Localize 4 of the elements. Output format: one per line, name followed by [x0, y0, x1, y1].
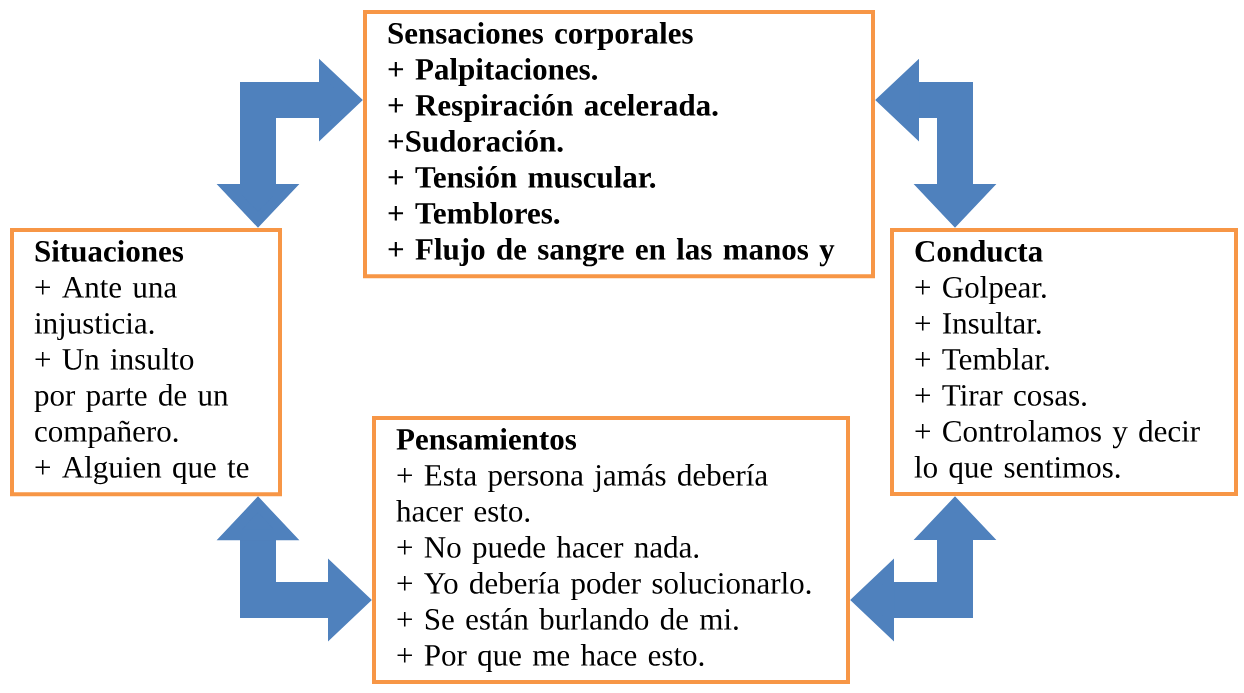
- text-box: Conducta + Golpear. + Insultar. + Temblar. + Tirar cosas. + Controlamos y decir lo que sentimos.: [890, 228, 1238, 497]
- text-box: Situaciones + Ante una injusticia. + Un insulto por parte de un compañero. + Alguien que te: [10, 228, 282, 497]
- text-box: Sensaciones corporales + Palpitaciones. + Respiración acelerada. +Sudoración. + Tensión muscular. + Temblores. + Flujo de sangre en las manos y: [363, 10, 875, 279]
- text-box: Pensamientos + Esta persona jamás debería hacer esto. + No puede hacer nada. + Yo debería poder solucionarlo. + Se están burlando de mi. + Por que me hace esto.: [372, 416, 850, 685]
